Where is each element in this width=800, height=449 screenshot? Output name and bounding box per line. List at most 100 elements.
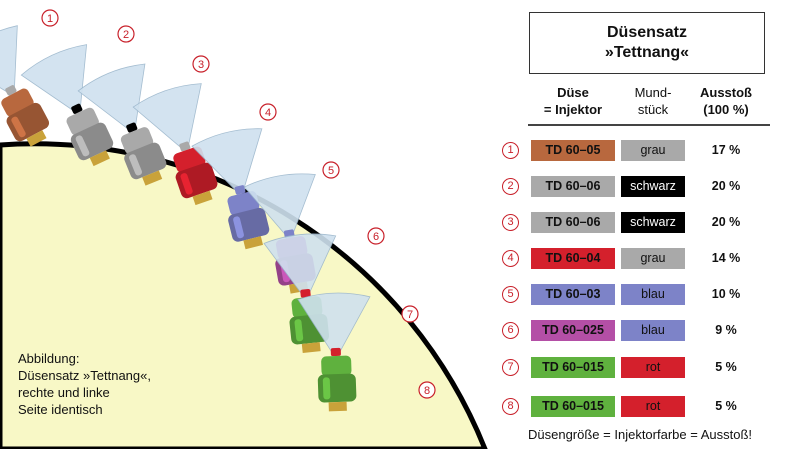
nozzle-tip bbox=[126, 122, 138, 133]
header-ausstoss: Ausstoß (100 %) bbox=[692, 84, 760, 118]
nozzle-tip bbox=[330, 347, 341, 357]
nozzle-tip bbox=[234, 185, 246, 195]
nozzle-8 bbox=[297, 292, 371, 412]
spray-cone bbox=[0, 25, 18, 93]
nozzle-tip bbox=[300, 289, 311, 298]
spray-cone bbox=[77, 63, 146, 130]
figure-caption: Abbildung: Düsensatz »Tettnang«, rechte … bbox=[18, 350, 218, 418]
row-number-badge: 7 bbox=[502, 359, 519, 376]
brass-thread bbox=[26, 130, 47, 147]
caption-line: Seite identisch bbox=[18, 402, 103, 417]
ausstoss-cell: 10 % bbox=[711, 287, 741, 301]
ausstoss-cell: 17 % bbox=[711, 143, 741, 157]
title-line-1: Düsensatz bbox=[606, 24, 688, 41]
number-badge bbox=[418, 381, 436, 399]
spray-cone bbox=[191, 128, 263, 192]
number-badge bbox=[259, 103, 277, 121]
row-number-badge: 8 bbox=[502, 398, 519, 415]
number-badge bbox=[41, 9, 59, 27]
caption-line: rechte und linke bbox=[18, 385, 110, 400]
nozzle-highlight bbox=[233, 216, 244, 239]
header-ausstoss-line2: (100 %) bbox=[703, 102, 749, 117]
header-divider bbox=[528, 124, 770, 126]
table-title-box: Düsensatz »Tettnang« bbox=[529, 12, 765, 74]
caption-line: Abbildung: bbox=[18, 351, 80, 366]
nozzle-highlight bbox=[129, 154, 142, 176]
brass-thread bbox=[142, 170, 163, 186]
number-badge-label: 8 bbox=[424, 385, 430, 397]
title-line-2: »Tettnang« bbox=[604, 44, 690, 61]
mundstueck-cell: schwarz bbox=[621, 212, 685, 233]
nozzle-1 bbox=[0, 25, 50, 147]
nozzle-tip bbox=[179, 141, 191, 152]
number-badge-label: 2 bbox=[123, 29, 129, 41]
number-badge-label: 5 bbox=[328, 165, 334, 177]
ausstoss-cell: 14 % bbox=[711, 251, 741, 265]
injector-cell: TD 60–06 bbox=[531, 212, 615, 233]
row-number-badge: 1 bbox=[502, 142, 519, 159]
header-duese: Düse = Injektor bbox=[531, 84, 615, 118]
spray-cone bbox=[132, 83, 202, 149]
mundstueck-cell: blau bbox=[621, 284, 685, 305]
number-badge-label: 4 bbox=[265, 107, 271, 119]
injector-cell: TD 60–04 bbox=[531, 248, 615, 269]
nozzle-2 bbox=[20, 44, 114, 167]
number-badge bbox=[367, 227, 385, 245]
nozzle-4 bbox=[132, 83, 218, 206]
ausstoss-cell: 20 % bbox=[711, 215, 741, 229]
row-number-badge: 4 bbox=[502, 250, 519, 267]
number-badge-label: 6 bbox=[373, 231, 379, 243]
spray-cone bbox=[263, 233, 337, 295]
spray-cone bbox=[243, 173, 316, 236]
number-badge-label: 3 bbox=[198, 59, 204, 71]
nozzle-body-top bbox=[227, 191, 260, 216]
ausstoss-cell: 5 % bbox=[715, 399, 737, 413]
header-mund-line2: stück bbox=[637, 102, 669, 117]
nozzle-highlight bbox=[11, 116, 26, 138]
header-duese-line1: Düse bbox=[557, 85, 589, 100]
spray-cone bbox=[20, 44, 88, 111]
number-badge-label: 1 bbox=[47, 13, 53, 25]
injector-cell: TD 60–025 bbox=[531, 320, 615, 341]
ausstoss-cell: 9 % bbox=[715, 323, 737, 337]
header-mundstueck: Mund- stück bbox=[621, 84, 685, 118]
nozzle-3 bbox=[77, 63, 167, 186]
number-badge bbox=[192, 55, 210, 73]
number-badge bbox=[117, 25, 135, 43]
nozzle-body-top bbox=[321, 355, 352, 377]
nozzle-highlight bbox=[322, 377, 331, 400]
row-number-badge: 2 bbox=[502, 178, 519, 195]
injector-cell: TD 60–06 bbox=[531, 176, 615, 197]
mundstueck-cell: schwarz bbox=[621, 176, 685, 197]
nozzle-body-top bbox=[1, 88, 34, 117]
nozzle-illustration: 1 2 3 4 5 6 7 8 bbox=[0, 9, 488, 449]
nozzle-highlight bbox=[180, 173, 193, 195]
header-ausstoss-line1: Ausstoß bbox=[700, 85, 752, 100]
injector-cell: TD 60–015 bbox=[531, 357, 615, 378]
mundstueck-cell: grau bbox=[621, 140, 685, 161]
spray-cone bbox=[297, 292, 371, 353]
nozzle-highlight bbox=[75, 135, 90, 157]
nozzle-tip bbox=[71, 103, 83, 114]
nozzle-tip bbox=[5, 85, 17, 96]
header-mund-line1: Mund- bbox=[634, 85, 672, 100]
number-badge bbox=[401, 305, 419, 323]
number-badge bbox=[322, 161, 340, 179]
brass-thread bbox=[192, 190, 213, 206]
header-duese-line2: = Injektor bbox=[543, 102, 603, 117]
injector-cell: TD 60–015 bbox=[531, 396, 615, 417]
row-number-badge: 3 bbox=[502, 214, 519, 231]
number-badge-label: 7 bbox=[407, 309, 413, 321]
mundstueck-cell: rot bbox=[621, 357, 685, 378]
mundstueck-cell: rot bbox=[621, 396, 685, 417]
mundstueck-cell: grau bbox=[621, 248, 685, 269]
nozzle-highlight bbox=[294, 319, 304, 342]
brass-thread bbox=[301, 342, 321, 353]
row-number-badge: 6 bbox=[502, 322, 519, 339]
mundstueck-cell: blau bbox=[621, 320, 685, 341]
injector-cell: TD 60–03 bbox=[531, 284, 615, 305]
brass-thread bbox=[328, 401, 347, 412]
nozzle-5 bbox=[191, 128, 270, 250]
row-number-badge: 5 bbox=[502, 286, 519, 303]
injector-cell: TD 60–05 bbox=[531, 140, 615, 161]
